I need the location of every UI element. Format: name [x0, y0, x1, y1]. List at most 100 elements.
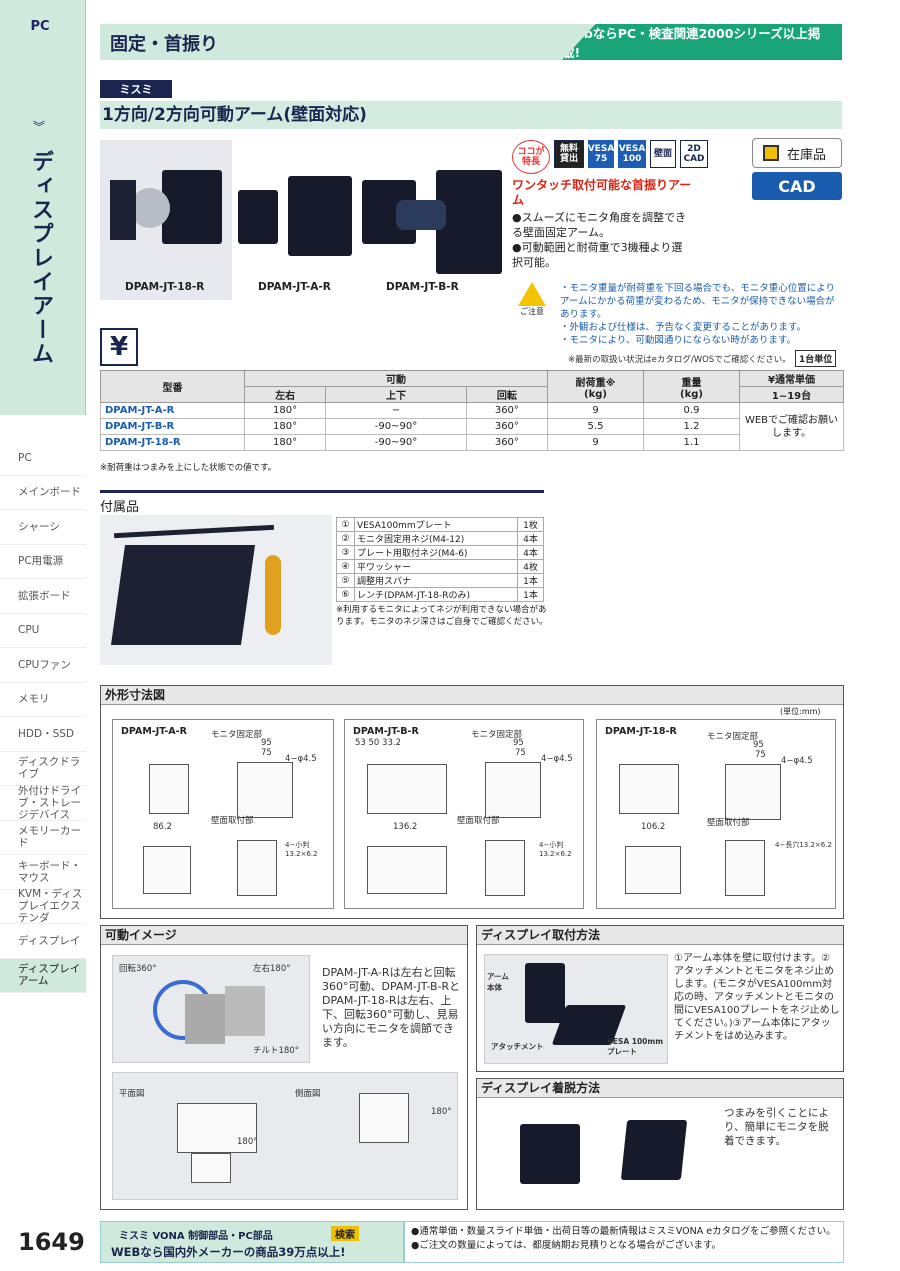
sidebar-item-kvm[interactable]: KVM・ディスプレイエクステンダ: [0, 888, 86, 924]
accessories-title: 付属品: [100, 500, 140, 515]
dim-title: DPAM-JT-18-R: [605, 726, 677, 737]
sidebar-category-panel: PC ︾ ディスプレイアーム: [0, 0, 86, 415]
movable-diagram: 回転360° 左右180° チルト180°: [112, 955, 310, 1063]
accessories-photo: [100, 515, 332, 665]
feature-item: ●可動範囲と耐荷重で3機種より選択可能。: [512, 241, 683, 269]
sidebar-item-mainboard[interactable]: メインボード: [0, 476, 86, 510]
section-header: 固定・首振り WebならPC・検査関連2000シリーズ以上掲載!: [100, 24, 842, 60]
section-title: 固定・首振り: [110, 34, 218, 55]
sidebar-item-external-drive[interactable]: 外付けドライブ・ストレージデバイス: [0, 785, 86, 821]
product-photo-br: [436, 170, 502, 274]
cell-lr: 180°: [243, 434, 327, 451]
sidebar-item-disk-drive[interactable]: ディスクドライブ: [0, 752, 86, 786]
cell-weight: 1.1: [643, 434, 740, 451]
footer-note: ●ご注文の数量によっては、都度納期お見積りとなる場合がございます。: [411, 1240, 722, 1251]
th-weight: 重量(kg): [643, 370, 740, 403]
sidebar-item-display-arm[interactable]: ディスプレイアーム: [0, 958, 86, 993]
yen-icon: ¥: [100, 328, 138, 366]
sidebar-item-memory-card[interactable]: メモリーカード: [0, 821, 86, 855]
vesa100-badge: VESA 100: [618, 140, 646, 168]
model-link[interactable]: DPAM-JT-A-R: [100, 402, 245, 419]
accessories-note: ※利用するモニタによってネジが利用できない場合があります。モニタのネジ深さはご自…: [336, 605, 548, 627]
cell-weight: 0.9: [643, 402, 740, 419]
model-link[interactable]: DPAM-JT-18-R: [100, 434, 245, 451]
th-movable: 可動: [244, 370, 548, 387]
feature-badges: ココが特長 無料貸出 VESA 75 VESA 100 壁面 2D CAD: [512, 140, 708, 174]
sidebar-item-cpu-fan[interactable]: CPUファン: [0, 648, 86, 683]
caption-18r: DPAM-JT-18-R: [125, 281, 205, 293]
dim-label: 4−φ4.5: [781, 756, 813, 766]
vesa-label: VESA 100mmプレート: [607, 1037, 664, 1056]
dim-title: DPAM-JT-B-R: [353, 726, 419, 737]
sidebar-item-hdd[interactable]: HDD・SSD: [0, 717, 86, 752]
arm-label: アーム本体: [487, 972, 509, 992]
dim-box-18r: DPAM-JT-18-R モニタ固定部 95 75 4−φ4.5 106.2 壁…: [596, 719, 836, 909]
dim-label: 4−長穴13.2×6.2: [775, 841, 832, 849]
sidebar-item-chassis[interactable]: シャーシ: [0, 510, 86, 545]
wall-badge: 壁面: [650, 140, 676, 168]
sidebar-list: PC メインボード シャーシ PC用電源 拡張ボード CPU CPUファン メモ…: [0, 441, 86, 993]
dim-label: 壁面取付部: [457, 816, 500, 826]
cell-load: 5.5: [547, 418, 644, 435]
sidebar-item-display[interactable]: ディスプレイ: [0, 924, 86, 959]
unit-label: (単位:mm): [780, 707, 821, 716]
dim-label: 136.2: [393, 822, 418, 832]
sidebar-item-keyboard[interactable]: キーボード・マウス: [0, 855, 86, 890]
sidebar-category-title: ディスプレイアーム: [28, 150, 53, 366]
search-button[interactable]: 検索: [331, 1226, 359, 1241]
sidebar-item-pc[interactable]: PC: [0, 441, 86, 476]
product-photo-18r: [100, 140, 232, 300]
feature-item: ●スムーズにモニタ角度を調整できる壁面固定アーム。: [512, 211, 687, 239]
cell-lr: 180°: [243, 402, 327, 419]
product-title: 1方向/2方向可動アーム(壁面対応): [100, 101, 842, 129]
detach-title: ディスプレイ着脱方法: [477, 1079, 843, 1098]
vona-banner[interactable]: ミスミ VONA 制御部品・PC部品 検索 WEBなら国内外メーカーの商品39万…: [100, 1221, 404, 1263]
price-note: WEBでご確認お願いします。: [739, 402, 844, 451]
sidebar-item-expansion[interactable]: 拡張ボード: [0, 579, 86, 614]
vona-title: ミスミ VONA 制御部品・PC部品: [119, 1231, 273, 1242]
cell-weight: 1.2: [643, 418, 740, 435]
lr-label: 左右180°: [253, 964, 291, 974]
highlight-badge: ココが特長: [512, 140, 550, 174]
caption-br: DPAM-JT-B-R: [386, 281, 459, 293]
dim-label: 4−小判13.2×6.2: [285, 841, 318, 858]
dim-label: 75: [755, 750, 766, 760]
cad-button[interactable]: CAD: [752, 172, 842, 200]
sidebar-item-cpu[interactable]: CPU: [0, 614, 86, 648]
dim-label: 95: [513, 738, 524, 748]
box-icon: [763, 145, 779, 161]
cell-rot: 360°: [465, 434, 549, 451]
movable-description: DPAM-JT-A-Rは左右と回転360°可動、DPAM-JT-B-RとDPAM…: [322, 966, 461, 1049]
web-banner[interactable]: WebならPC・検査関連2000シリーズ以上掲載!: [562, 24, 842, 60]
sidebar-item-psu[interactable]: PC用電源: [0, 545, 86, 579]
feature-list: ●スムーズにモニタ角度を調整できる壁面固定アーム。 ●可動範囲と耐荷重で3機種よ…: [512, 210, 687, 270]
unit-badge: 1台単位: [795, 350, 837, 367]
th-price: ¥通常単価: [739, 370, 844, 387]
dim-label: 53 50 33.2: [355, 738, 401, 748]
dim-label: 106.2: [641, 822, 666, 832]
dimensions-section: 外形寸法図: [100, 685, 844, 919]
sidebar-pc-label: PC: [30, 19, 50, 34]
mount-title: ディスプレイ取付方法: [477, 926, 843, 945]
cad-2d-badge: 2D CAD: [680, 140, 708, 168]
divider: [100, 490, 544, 493]
sidebar-item-memory[interactable]: メモリ: [0, 683, 86, 717]
chevron-down-icon[interactable]: ︾: [33, 120, 46, 134]
caution-list: ・モニタ重量が耐荷重を下回る場合でも、モニタ重心位置によりアームにかかる荷重が変…: [560, 282, 844, 347]
th-load: 耐荷重※(kg): [547, 370, 644, 403]
mount-diagram: アーム本体 アタッチメント VESA 100mmプレート: [484, 954, 668, 1064]
caution-item: ・モニタにより、可動図通りにならない時があります。: [560, 335, 796, 346]
tilt-label: チルト180°: [253, 1046, 299, 1056]
plan-side-diagram: 平面図 側面図 180° 180°: [112, 1072, 458, 1200]
model-link[interactable]: DPAM-JT-B-R: [100, 418, 245, 435]
deg-label: 180°: [237, 1137, 258, 1147]
cell-rot: 360°: [465, 402, 549, 419]
dim-label: モニタ固定部: [471, 730, 523, 740]
movable-section: 可動イメージ: [100, 925, 468, 1210]
dim-title: DPAM-JT-A-R: [121, 726, 187, 737]
dim-label: 壁面取付部: [707, 818, 750, 828]
